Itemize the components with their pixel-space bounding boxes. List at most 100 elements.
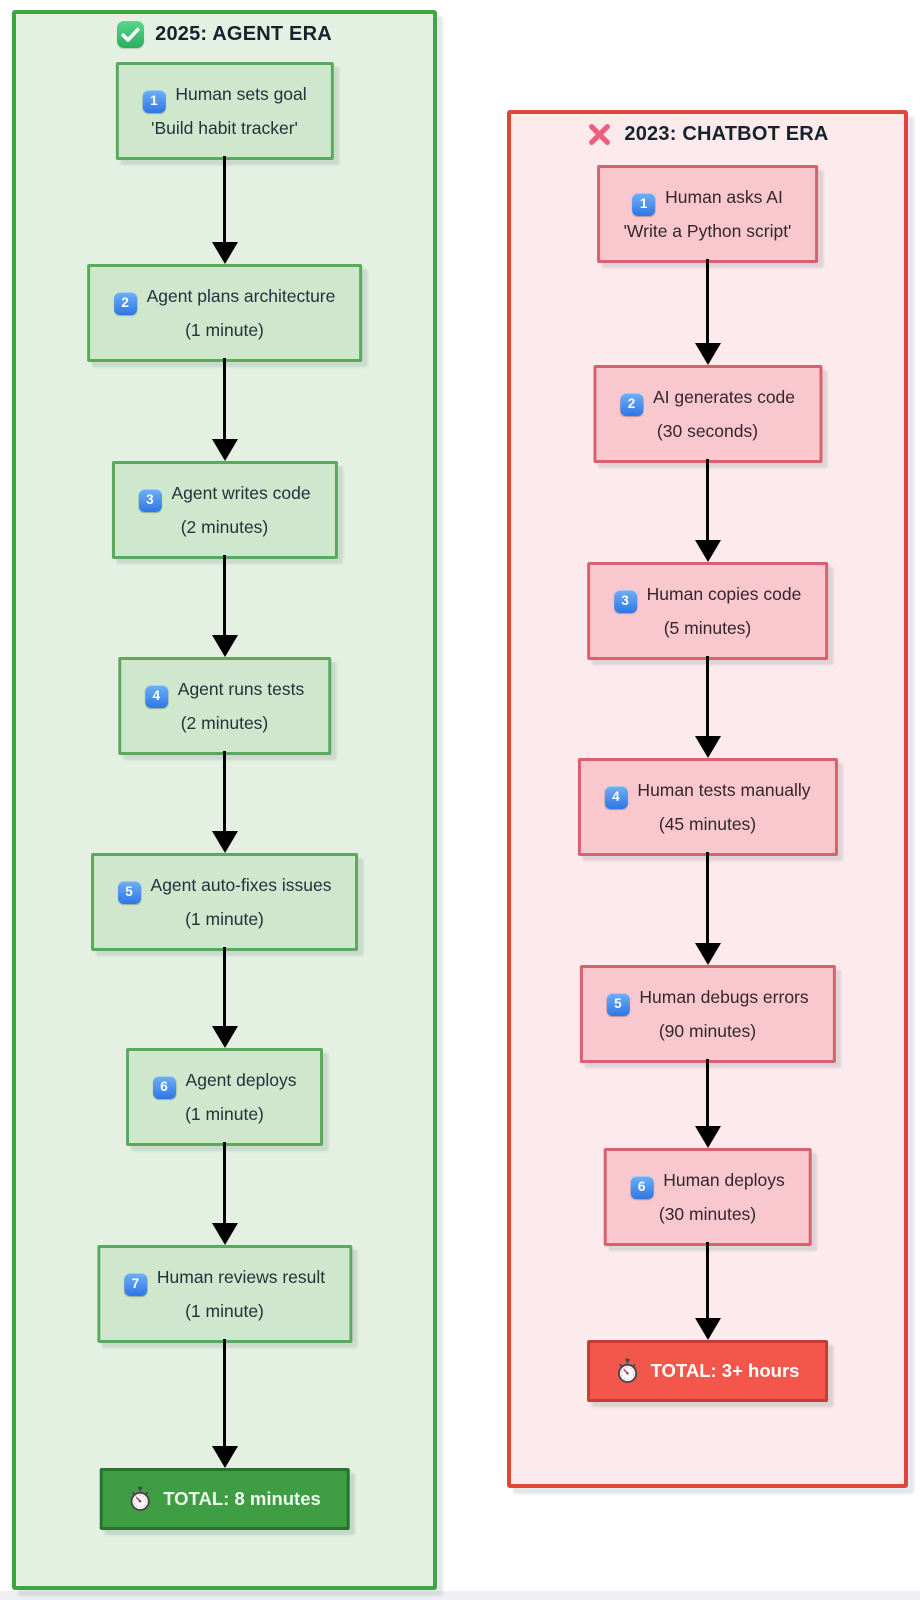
flow-step-3: 3 Agent writes code (2 minutes) (111, 461, 338, 559)
step-duration: (30 minutes) (658, 1203, 757, 1224)
keycap-number-icon: 2 (113, 291, 137, 315)
check-icon (117, 21, 145, 48)
flow-arrow (211, 156, 239, 264)
panel-title-text: 2025: AGENT ERA (155, 23, 332, 45)
step-duration: (5 minutes) (663, 617, 752, 638)
arrow-shaft (222, 947, 227, 1026)
keycap-number-icon: 2 (619, 392, 643, 416)
agent-era-total-box: TOTAL: 8 minutes (99, 1468, 350, 1530)
panel-title-text: 2023: CHATBOT ERA (624, 123, 829, 145)
flow-step-6: 6 Human deploys (30 minutes) (603, 1148, 812, 1246)
arrow-shaft (222, 751, 227, 831)
step-duration: (1 minute) (185, 1103, 264, 1124)
step-label: Human tests manually (637, 780, 811, 800)
flow-arrow (211, 1339, 239, 1468)
keycap-number-icon: 1 (142, 89, 166, 113)
arrow-shaft (222, 156, 227, 242)
step-label: Agent plans architecture (146, 286, 336, 306)
flow-arrow (694, 259, 722, 365)
keycap-number-icon: 1 (632, 192, 656, 216)
arrowhead-icon (211, 1446, 238, 1468)
arrow-shaft (705, 656, 710, 736)
total-label: TOTAL: 8 minutes (163, 1488, 321, 1509)
stopwatch-icon (128, 1486, 151, 1512)
arrow-shaft (222, 358, 227, 439)
step-label: Agent deploys (185, 1070, 297, 1090)
flow-arrow (694, 1059, 722, 1148)
flow-arrow (211, 1142, 239, 1245)
flow-arrow (694, 1242, 722, 1340)
flow-step-4: 4 Agent runs tests (2 minutes) (117, 657, 332, 755)
keycap-number-icon: 3 (138, 488, 162, 512)
arrowhead-icon (211, 831, 238, 853)
step-label: Agent auto-fixes issues (150, 875, 332, 895)
flow-arrow (694, 656, 722, 758)
arrowhead-icon (211, 1026, 238, 1048)
total-label: TOTAL: 3+ hours (650, 1360, 800, 1381)
flow-arrow (694, 852, 722, 965)
step-label: AI generates code (652, 387, 796, 407)
step-label: Human debugs errors (639, 987, 809, 1007)
arrow-shaft (705, 1059, 710, 1126)
arrow-shaft (705, 459, 710, 540)
cross-icon (586, 121, 613, 148)
chatbot-era-header: 2023: CHATBOT ERA (511, 121, 904, 148)
step-detail: 'Build habit tracker' (151, 117, 298, 138)
arrowhead-icon (211, 1223, 238, 1245)
step-label: Human asks AI (665, 187, 783, 207)
keycap-number-icon: 7 (123, 1272, 147, 1296)
keycap-number-icon: 5 (117, 880, 141, 904)
agent-era-header: 2025: AGENT ERA (16, 21, 433, 48)
arrowhead-icon (211, 242, 238, 264)
arrowhead-icon (694, 1126, 721, 1148)
keycap-number-icon: 4 (604, 785, 628, 809)
keycap-number-icon: 5 (606, 992, 630, 1016)
step-duration: (2 minutes) (180, 516, 269, 537)
step-duration: (1 minute) (185, 1300, 264, 1321)
keycap-number-icon: 4 (144, 684, 168, 708)
flow-arrow (211, 358, 239, 461)
arrowhead-icon (694, 736, 721, 758)
arrow-shaft (222, 1142, 227, 1223)
step-label: Human sets goal (175, 84, 307, 104)
arrowhead-icon (694, 1318, 721, 1340)
flow-step-5: 5 Agent auto-fixes issues (1 minute) (90, 853, 359, 951)
arrowhead-icon (694, 540, 721, 562)
step-label: Human copies code (646, 584, 802, 604)
keycap-number-icon: 6 (152, 1075, 176, 1099)
step-duration: (1 minute) (185, 908, 264, 929)
flow-arrow (694, 459, 722, 562)
arrow-shaft (705, 259, 710, 343)
flow-arrow (211, 751, 239, 853)
agent-era-panel: 2025: AGENT ERA 1 Human sets goal 'Build … (12, 10, 437, 1590)
flow-step-1: 1 Human sets goal 'Build habit tracker' (115, 62, 334, 160)
step-label: Agent runs tests (177, 679, 305, 699)
flow-step-2: 2 AI generates code (30 seconds) (592, 365, 823, 463)
arrowhead-icon (694, 343, 721, 365)
step-duration: (2 minutes) (180, 712, 269, 733)
arrow-shaft (705, 1242, 710, 1318)
arrow-shaft (222, 1339, 227, 1446)
step-label: Agent writes code (171, 483, 311, 503)
step-duration: (30 seconds) (656, 420, 759, 441)
step-duration: (90 minutes) (658, 1020, 757, 1041)
flow-arrow (211, 555, 239, 657)
step-duration: (45 minutes) (658, 813, 757, 834)
flow-arrow (211, 947, 239, 1048)
arrowhead-icon (211, 635, 238, 657)
arrowhead-icon (211, 439, 238, 461)
arrow-shaft (705, 852, 710, 943)
arrow-shaft (222, 555, 227, 635)
chatbot-era-total-box: TOTAL: 3+ hours (586, 1340, 829, 1402)
flow-step-4: 4 Human tests manually (45 minutes) (577, 758, 838, 856)
keycap-number-icon: 6 (630, 1175, 654, 1199)
step-label: Human deploys (663, 1170, 785, 1190)
page-bottom-strip (0, 1591, 920, 1600)
flow-step-5: 5 Human debugs errors (90 minutes) (579, 965, 836, 1063)
stopwatch-icon (616, 1358, 639, 1384)
